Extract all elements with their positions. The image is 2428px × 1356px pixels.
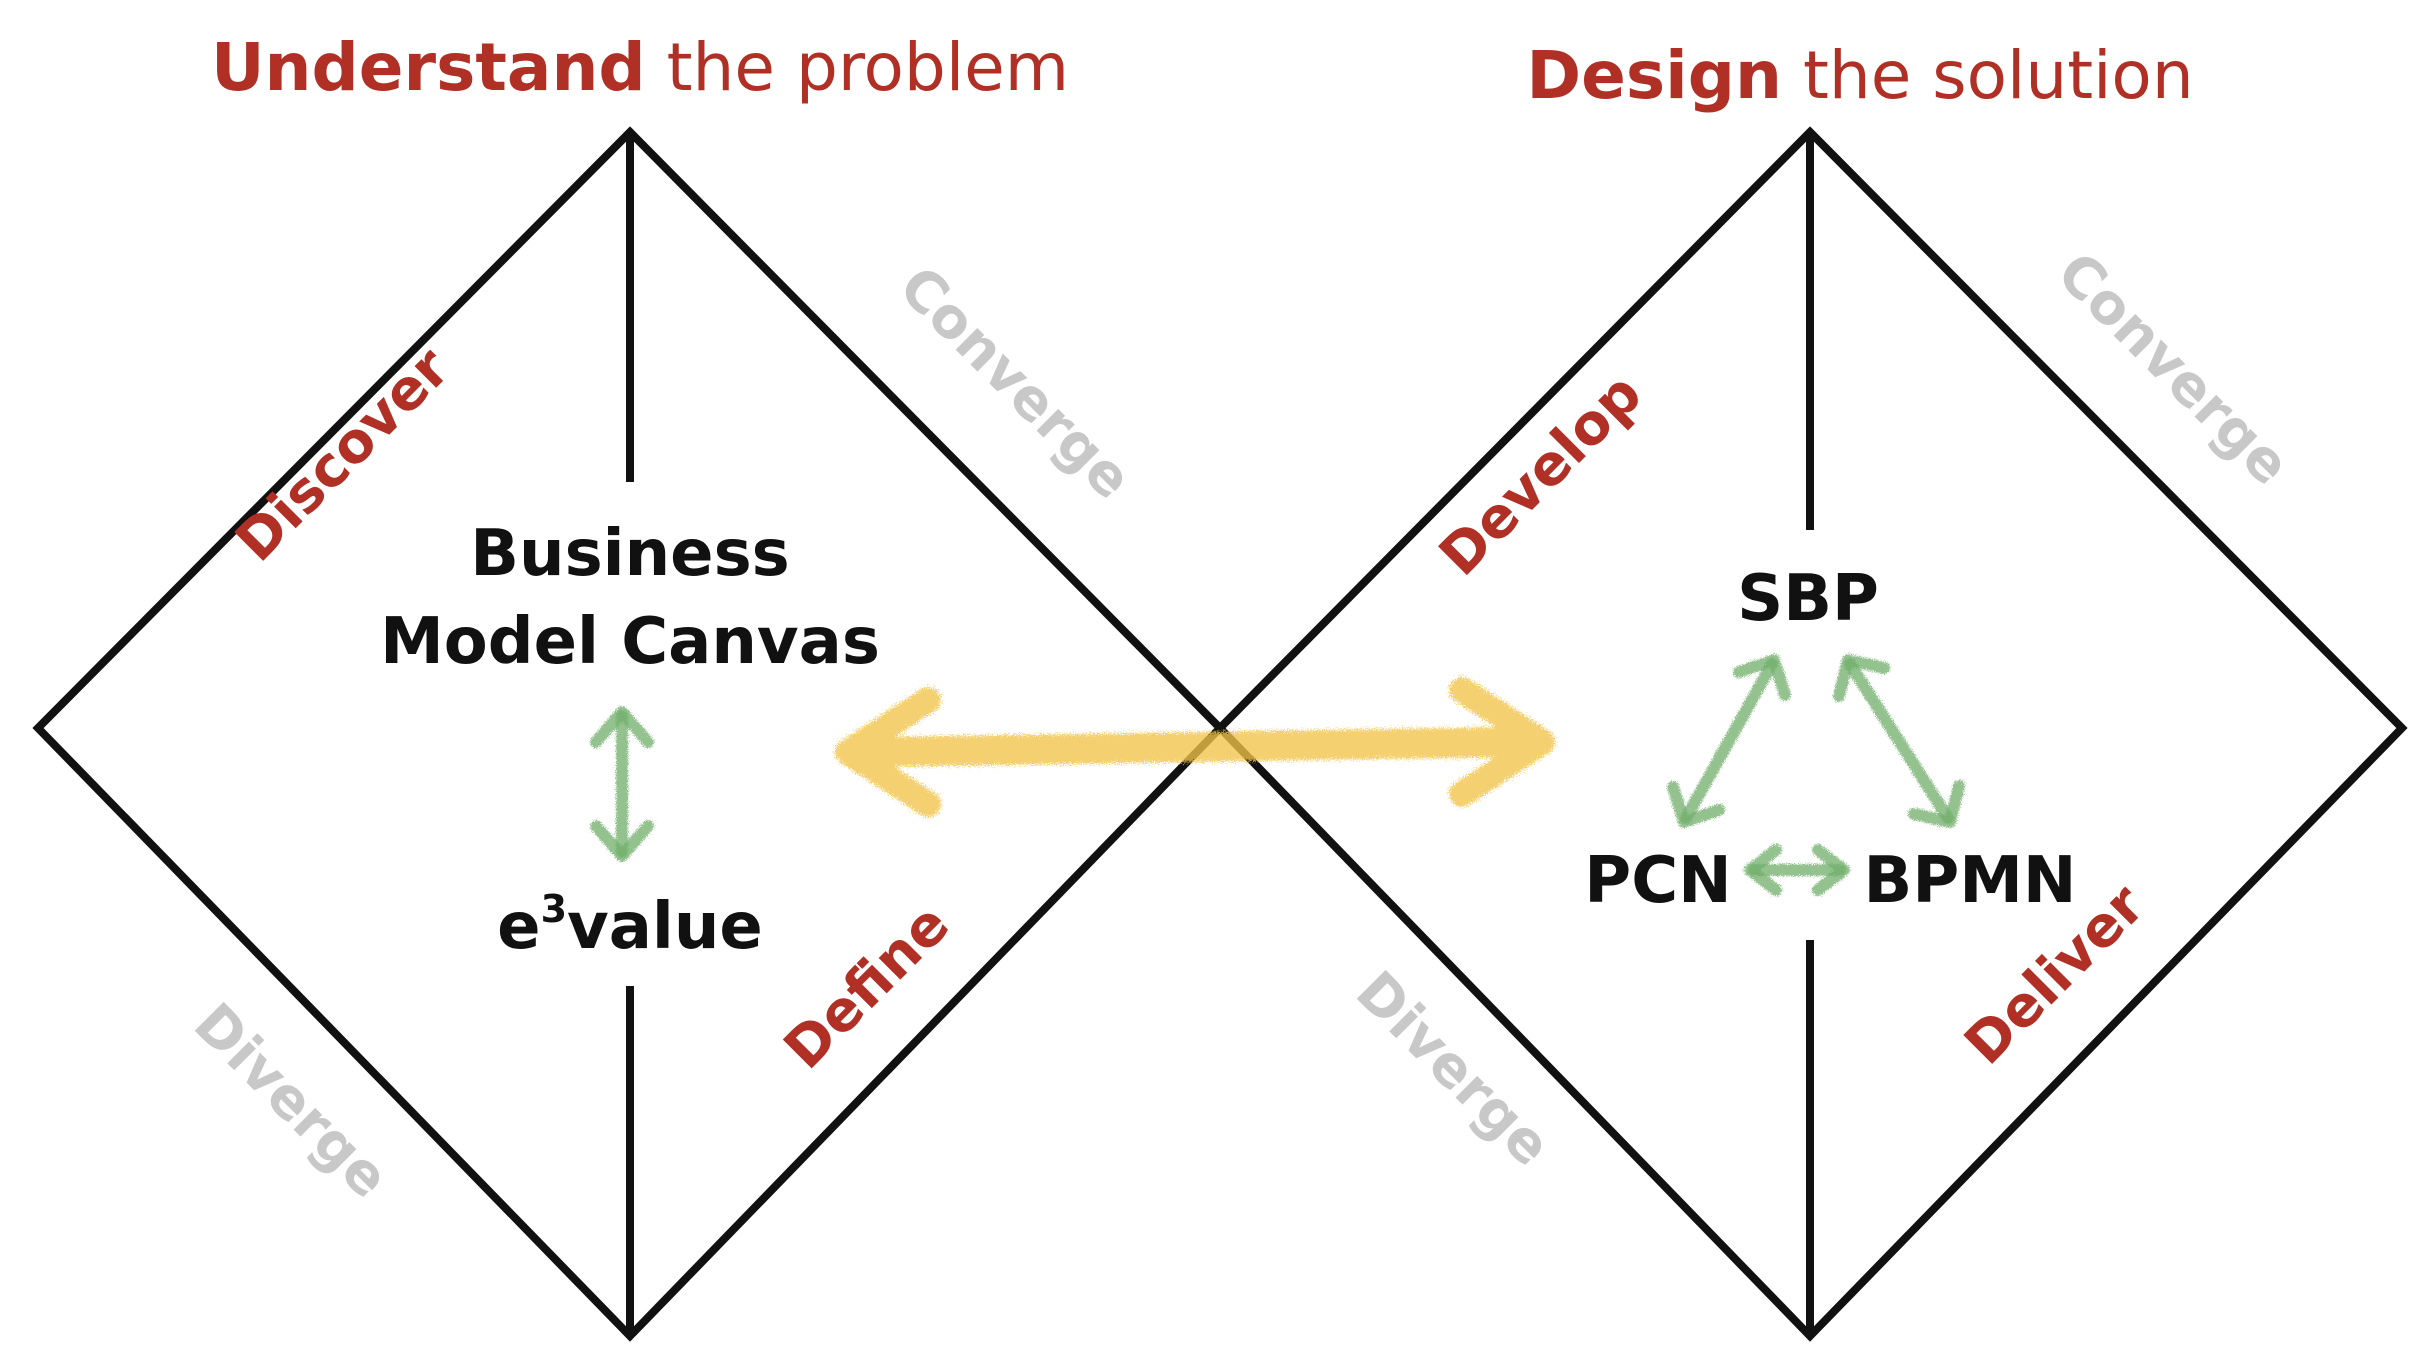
e3value-label: e3value [497, 887, 763, 964]
right-heading-rest: the solution [1782, 37, 2194, 114]
mode-label-right-diverge: Diverge [1343, 959, 1563, 1179]
pcn-bpmn-link-arrow-icon [1744, 844, 1850, 896]
right-heading-bold: Design [1526, 37, 1782, 114]
phase-label-discover: Discover [223, 335, 462, 574]
sbp-label: SBP [1737, 562, 1879, 636]
left-heading-bold: Understand [211, 29, 646, 106]
phase-label-define: Define [772, 892, 962, 1082]
bridge-double-arrow-icon [835, 677, 1555, 817]
left-heading: Understand the problem [211, 29, 1069, 106]
mode-label-left-converge: Converge [886, 254, 1144, 512]
bmc-label-line2: Model Canvas [380, 605, 880, 679]
sbp-bpmn-link-arrow-icon [1833, 654, 1965, 828]
mode-label-right-converge: Converge [2044, 240, 2302, 498]
phase-label-develop: Develop [1427, 361, 1654, 588]
bpmn-label: BPMN [1864, 844, 2077, 918]
right-heading: Design the solution [1526, 37, 2193, 114]
pcn-label: PCN [1584, 844, 1731, 918]
e3value-rest: value [567, 890, 763, 964]
e3value-superscript: 3 [541, 887, 567, 931]
mode-label-left-diverge: Diverge [181, 991, 401, 1211]
bmc-label-line1: Business [470, 517, 790, 591]
e3value-base: e [497, 890, 540, 964]
bmc-e3value-link-arrow-icon [590, 706, 654, 862]
left-heading-rest: the problem [646, 29, 1069, 106]
sbp-pcn-link-arrow-icon [1667, 654, 1791, 828]
